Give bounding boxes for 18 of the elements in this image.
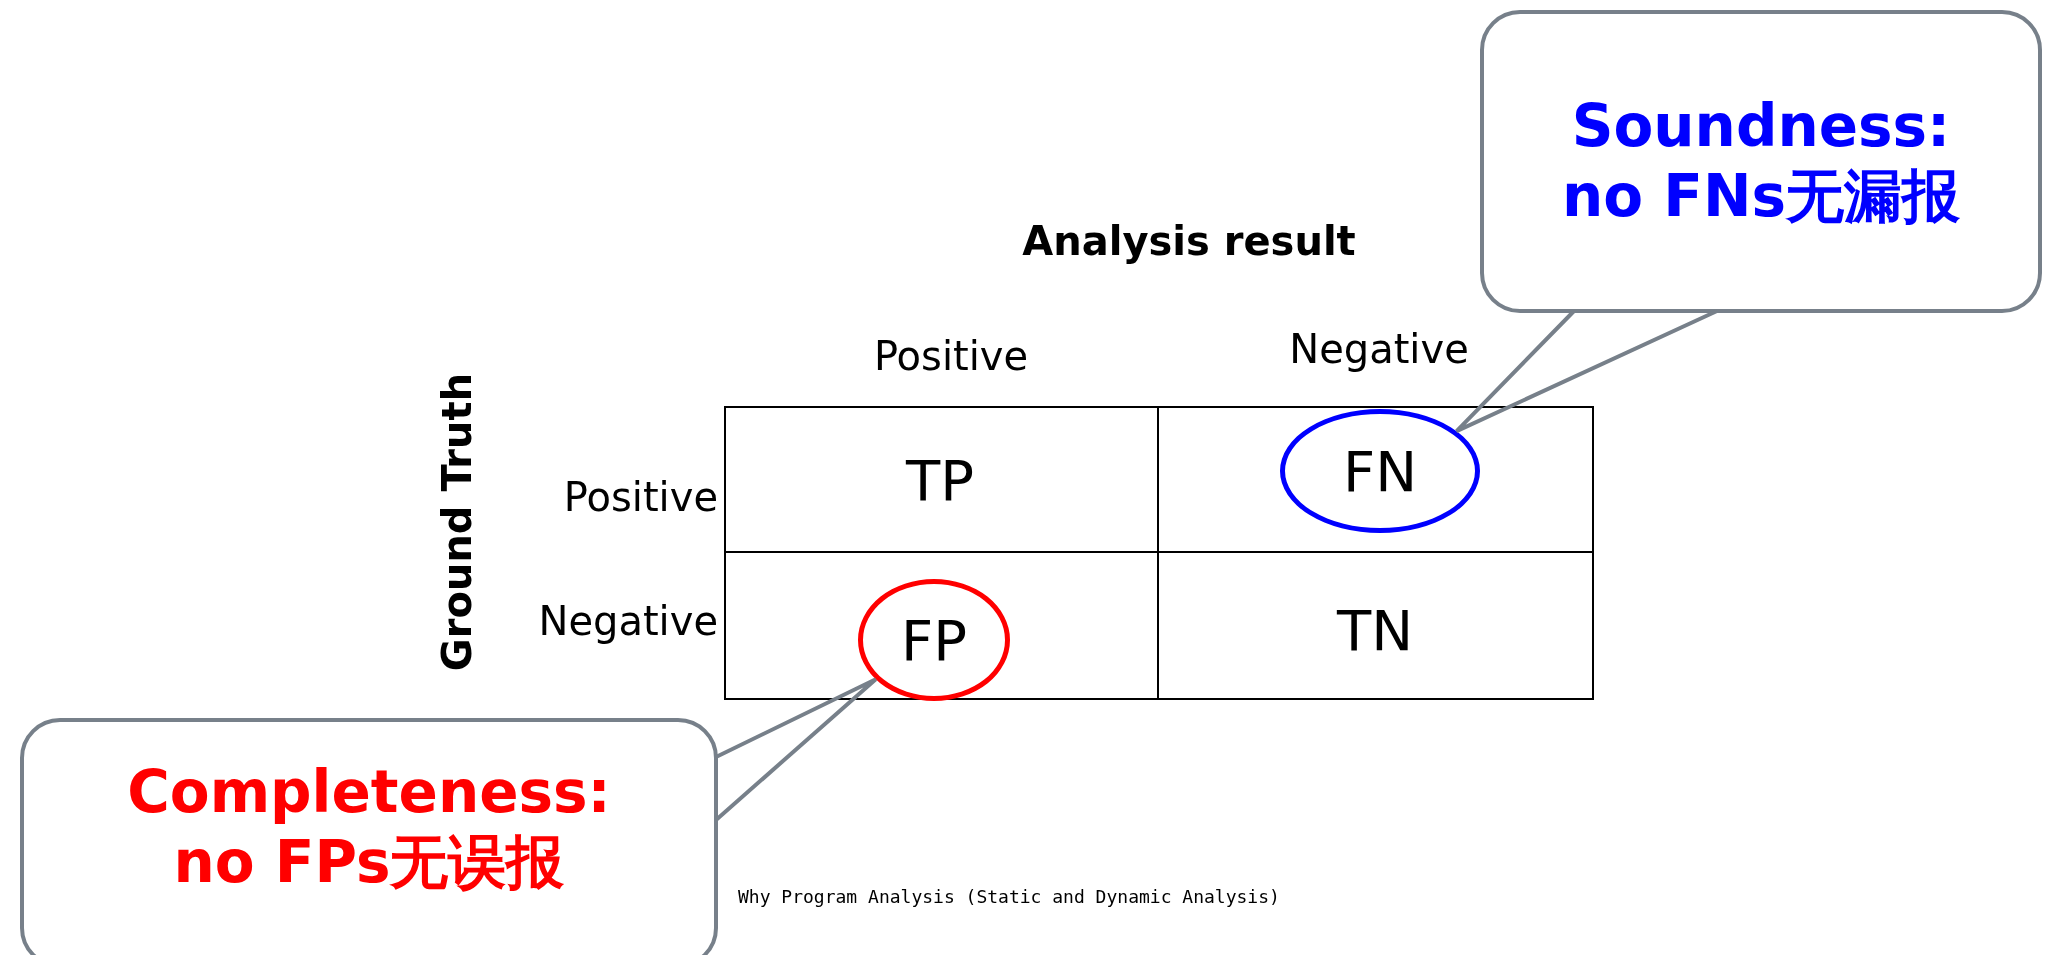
cell-text: TN	[1335, 598, 1415, 663]
highlight-ellipse	[1280, 409, 1480, 533]
callout-text: Completeness: no FPs无误报	[126, 758, 612, 898]
speech-bubble	[1480, 10, 2042, 313]
axis-title: Analysis result	[1022, 218, 1356, 264]
footer-text: Why Program Analysis (Static and Dynamic Analysis)	[738, 886, 1280, 907]
speech-bubble	[20, 718, 718, 955]
axis-title: Ground Truth	[434, 372, 480, 672]
callout-tail	[714, 677, 878, 822]
cell-text: FP	[901, 607, 967, 673]
highlight-ellipse	[858, 579, 1010, 701]
column-header: Positive	[872, 333, 1030, 379]
cell-text: TP	[904, 448, 975, 513]
cell-text: FN	[1342, 438, 1418, 504]
column-header: Negative	[1288, 326, 1470, 372]
row-header: Negative	[538, 598, 718, 644]
row-header: Positive	[563, 474, 718, 520]
callout-text: Soundness: no FNs无漏报	[1561, 91, 1961, 232]
